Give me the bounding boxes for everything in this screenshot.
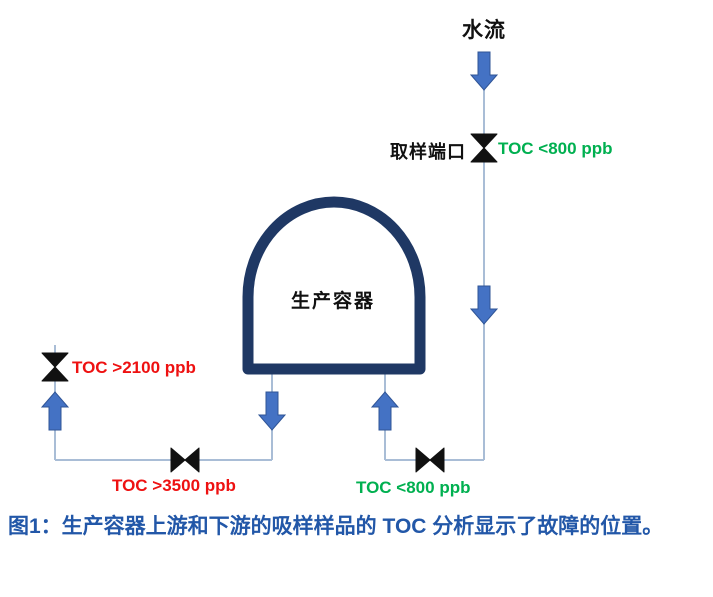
figure-caption: 图1：生产容器上游和下游的吸样样品的 TOC 分析显示了故障的位置。: [8, 515, 664, 538]
valve-bottom-right: [415, 447, 445, 473]
arrow-down-from-vessel: [257, 391, 287, 431]
water-flow-label: 水流: [462, 19, 506, 42]
toc-reading-bottom-right: TOC <800 ppb: [356, 478, 471, 497]
toc-reading-bottom-left: TOC >3500 ppb: [112, 476, 236, 495]
valve-outlet-left: [41, 352, 69, 382]
arrow-down-inlet-mid: [469, 285, 499, 325]
production-vessel-shape: [242, 196, 426, 375]
valve-bottom-left: [170, 447, 200, 473]
sampling-port-label: 取样端口: [390, 142, 466, 162]
toc-reading-sampling-port: TOC <800 ppb: [498, 139, 613, 158]
arrow-up-outlet: [40, 391, 70, 431]
flow-arrows: [40, 51, 499, 431]
production-vessel-label: 生产容器: [290, 291, 376, 312]
arrow-up-into-vessel: [370, 391, 400, 431]
arrow-down-inlet-top: [469, 51, 499, 91]
toc-reading-outlet-left: TOC >2100 ppb: [72, 358, 196, 377]
valves: [41, 133, 498, 473]
valve-sampling-port: [470, 133, 498, 163]
